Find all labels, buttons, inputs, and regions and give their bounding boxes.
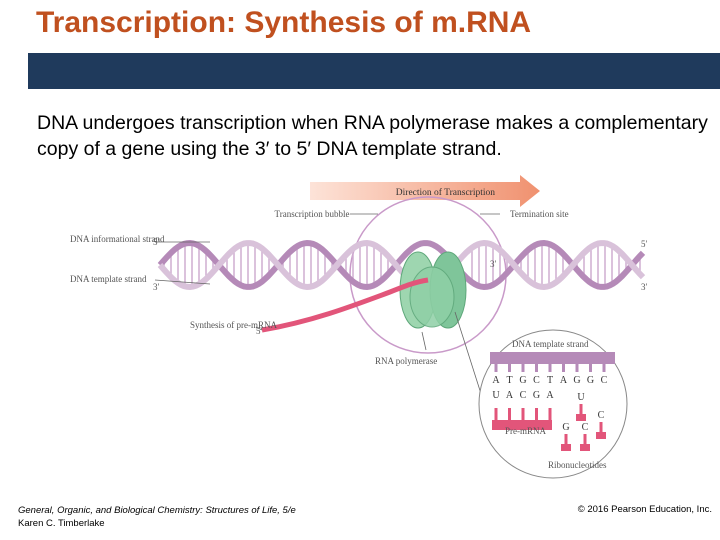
direction-label: Direction of Transcription xyxy=(396,187,495,198)
rna-base-stub xyxy=(535,408,538,420)
template-base: G xyxy=(519,375,526,386)
free-nucleotide-phosphate xyxy=(576,414,586,421)
end-label-premrna: 5′ xyxy=(256,326,263,336)
template-base-stub xyxy=(562,364,565,372)
rna-base: G xyxy=(533,390,540,401)
pre-mrna-strand xyxy=(261,277,429,333)
rna-base: U xyxy=(492,390,500,401)
free-nucleotides: U C G C xyxy=(561,392,606,451)
template-base-stub xyxy=(575,364,579,372)
template-base-stub xyxy=(548,364,552,372)
inset-template-strand-label: DNA template strand xyxy=(512,339,589,349)
free-nucleotide-phosphate xyxy=(596,432,606,439)
dna-template-strand-label: DNA template strand xyxy=(70,274,147,284)
direction-arrow xyxy=(310,175,540,207)
free-nucleotide-phosphate xyxy=(561,444,571,451)
footer-book-title: General, Organic, and Biological Chemist… xyxy=(18,505,296,516)
dna-base-pairs xyxy=(163,243,641,287)
free-nucleotide-base: C xyxy=(598,410,605,421)
template-base: A xyxy=(492,375,500,386)
free-nucleotide-stub xyxy=(583,434,587,444)
rna-base-stub xyxy=(521,408,525,420)
slide-title: Transcription: Synthesis of m.RNA xyxy=(36,6,532,39)
slide-body-text: DNA undergoes transcription when RNA pol… xyxy=(37,112,708,160)
synthesis-pre-mrna-label: Synthesis of pre-mRNA xyxy=(190,320,277,330)
template-base-stub xyxy=(521,364,525,372)
rna-base-stub xyxy=(508,408,511,420)
template-base: T xyxy=(506,375,512,386)
end-label-left-bottom: 3′ xyxy=(153,282,160,292)
rna-base: C xyxy=(520,390,527,401)
end-label-right-top: 5′ xyxy=(641,239,648,249)
end-label-left-top: 5′ xyxy=(153,237,160,247)
footer-author: Karen C. Timberlake xyxy=(18,518,105,529)
template-base-stub xyxy=(508,364,511,372)
rna-polymerase-label: RNA polymerase xyxy=(375,356,437,366)
transcription-bubble-label: Transcription bubble xyxy=(275,209,350,219)
inset-magnification xyxy=(478,329,628,479)
title-bar xyxy=(28,53,720,89)
template-base: C xyxy=(601,375,608,386)
template-base: T xyxy=(547,375,553,386)
free-nucleotide-stub xyxy=(564,434,568,444)
template-base-stub xyxy=(589,364,592,372)
free-nucleotide-stub xyxy=(599,422,603,432)
template-base: G xyxy=(587,375,594,386)
end-label-middle: 3′ xyxy=(490,259,497,269)
rna-base: A xyxy=(546,390,554,401)
rna-base-stub xyxy=(548,408,552,420)
free-nucleotide-base: G xyxy=(562,422,569,433)
dna-informational-strand-label: DNA informational strand xyxy=(70,234,165,244)
pre-mrna-label: Pre-mRNA xyxy=(505,426,546,436)
free-nucleotide-base: C xyxy=(582,422,589,433)
dna-informational-strand xyxy=(157,239,646,291)
end-label-right-bottom: 3′ xyxy=(641,282,648,292)
transcription-diagram: Direction of Transcription Transcription… xyxy=(70,175,648,479)
dna-template-strand xyxy=(157,239,646,291)
termination-site-label: Termination site xyxy=(510,209,569,219)
footer-citation: General, Organic, and Biological Chemist… xyxy=(18,504,296,530)
free-nucleotide-stub xyxy=(579,404,583,414)
footer-copyright: © 2016 Pearson Education, Inc. xyxy=(577,504,712,515)
template-base-stub xyxy=(602,364,606,372)
template-base-stub xyxy=(494,364,498,372)
template-base: C xyxy=(533,375,540,386)
free-nucleotide-phosphate xyxy=(580,444,590,451)
rna-base-stub xyxy=(494,408,498,420)
template-base: A xyxy=(560,375,568,386)
ribonucleotides-label: Ribonucleotides xyxy=(548,460,607,470)
rna-base: A xyxy=(506,390,514,401)
template-base-stub xyxy=(535,364,538,372)
template-base: G xyxy=(573,375,580,386)
free-nucleotide-base: U xyxy=(577,392,585,403)
